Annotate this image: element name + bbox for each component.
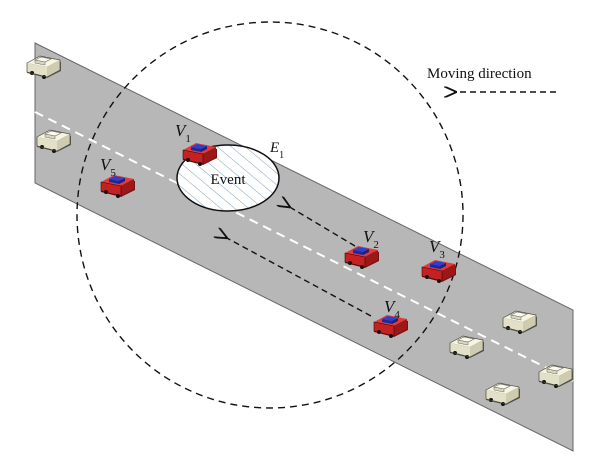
vehicle-v4-label: V4 [384,297,400,321]
v4-warning-arrow [225,237,372,317]
event-label: Event [211,172,247,188]
v2-warning-arrow [288,206,356,247]
v3-subscript: 3 [439,249,445,261]
lane-marking [34,111,574,382]
communication-range [76,21,464,409]
v2-subscript: 2 [373,239,379,251]
vehicle-v1-label: V1 [175,121,191,145]
v4-subscript: 4 [394,309,400,321]
v1-subscript: 1 [185,133,191,145]
v4-name: V [384,297,397,316]
v5-subscript: 5 [110,167,116,179]
v1-name: V [175,121,188,140]
v3-name: V [429,237,442,256]
vehicle-v3-label: V3 [429,237,445,261]
vehicle-v2-label: V2 [363,227,379,251]
event-id-name: E [269,140,279,156]
vehicle-v5-label: V5 [100,155,116,179]
event-id-label: E1 [269,140,284,161]
v5-name: V [100,155,113,174]
event-id-subscript: 1 [279,150,284,161]
moving-direction-label: Moving direction [427,66,532,82]
v2-name: V [363,227,376,246]
